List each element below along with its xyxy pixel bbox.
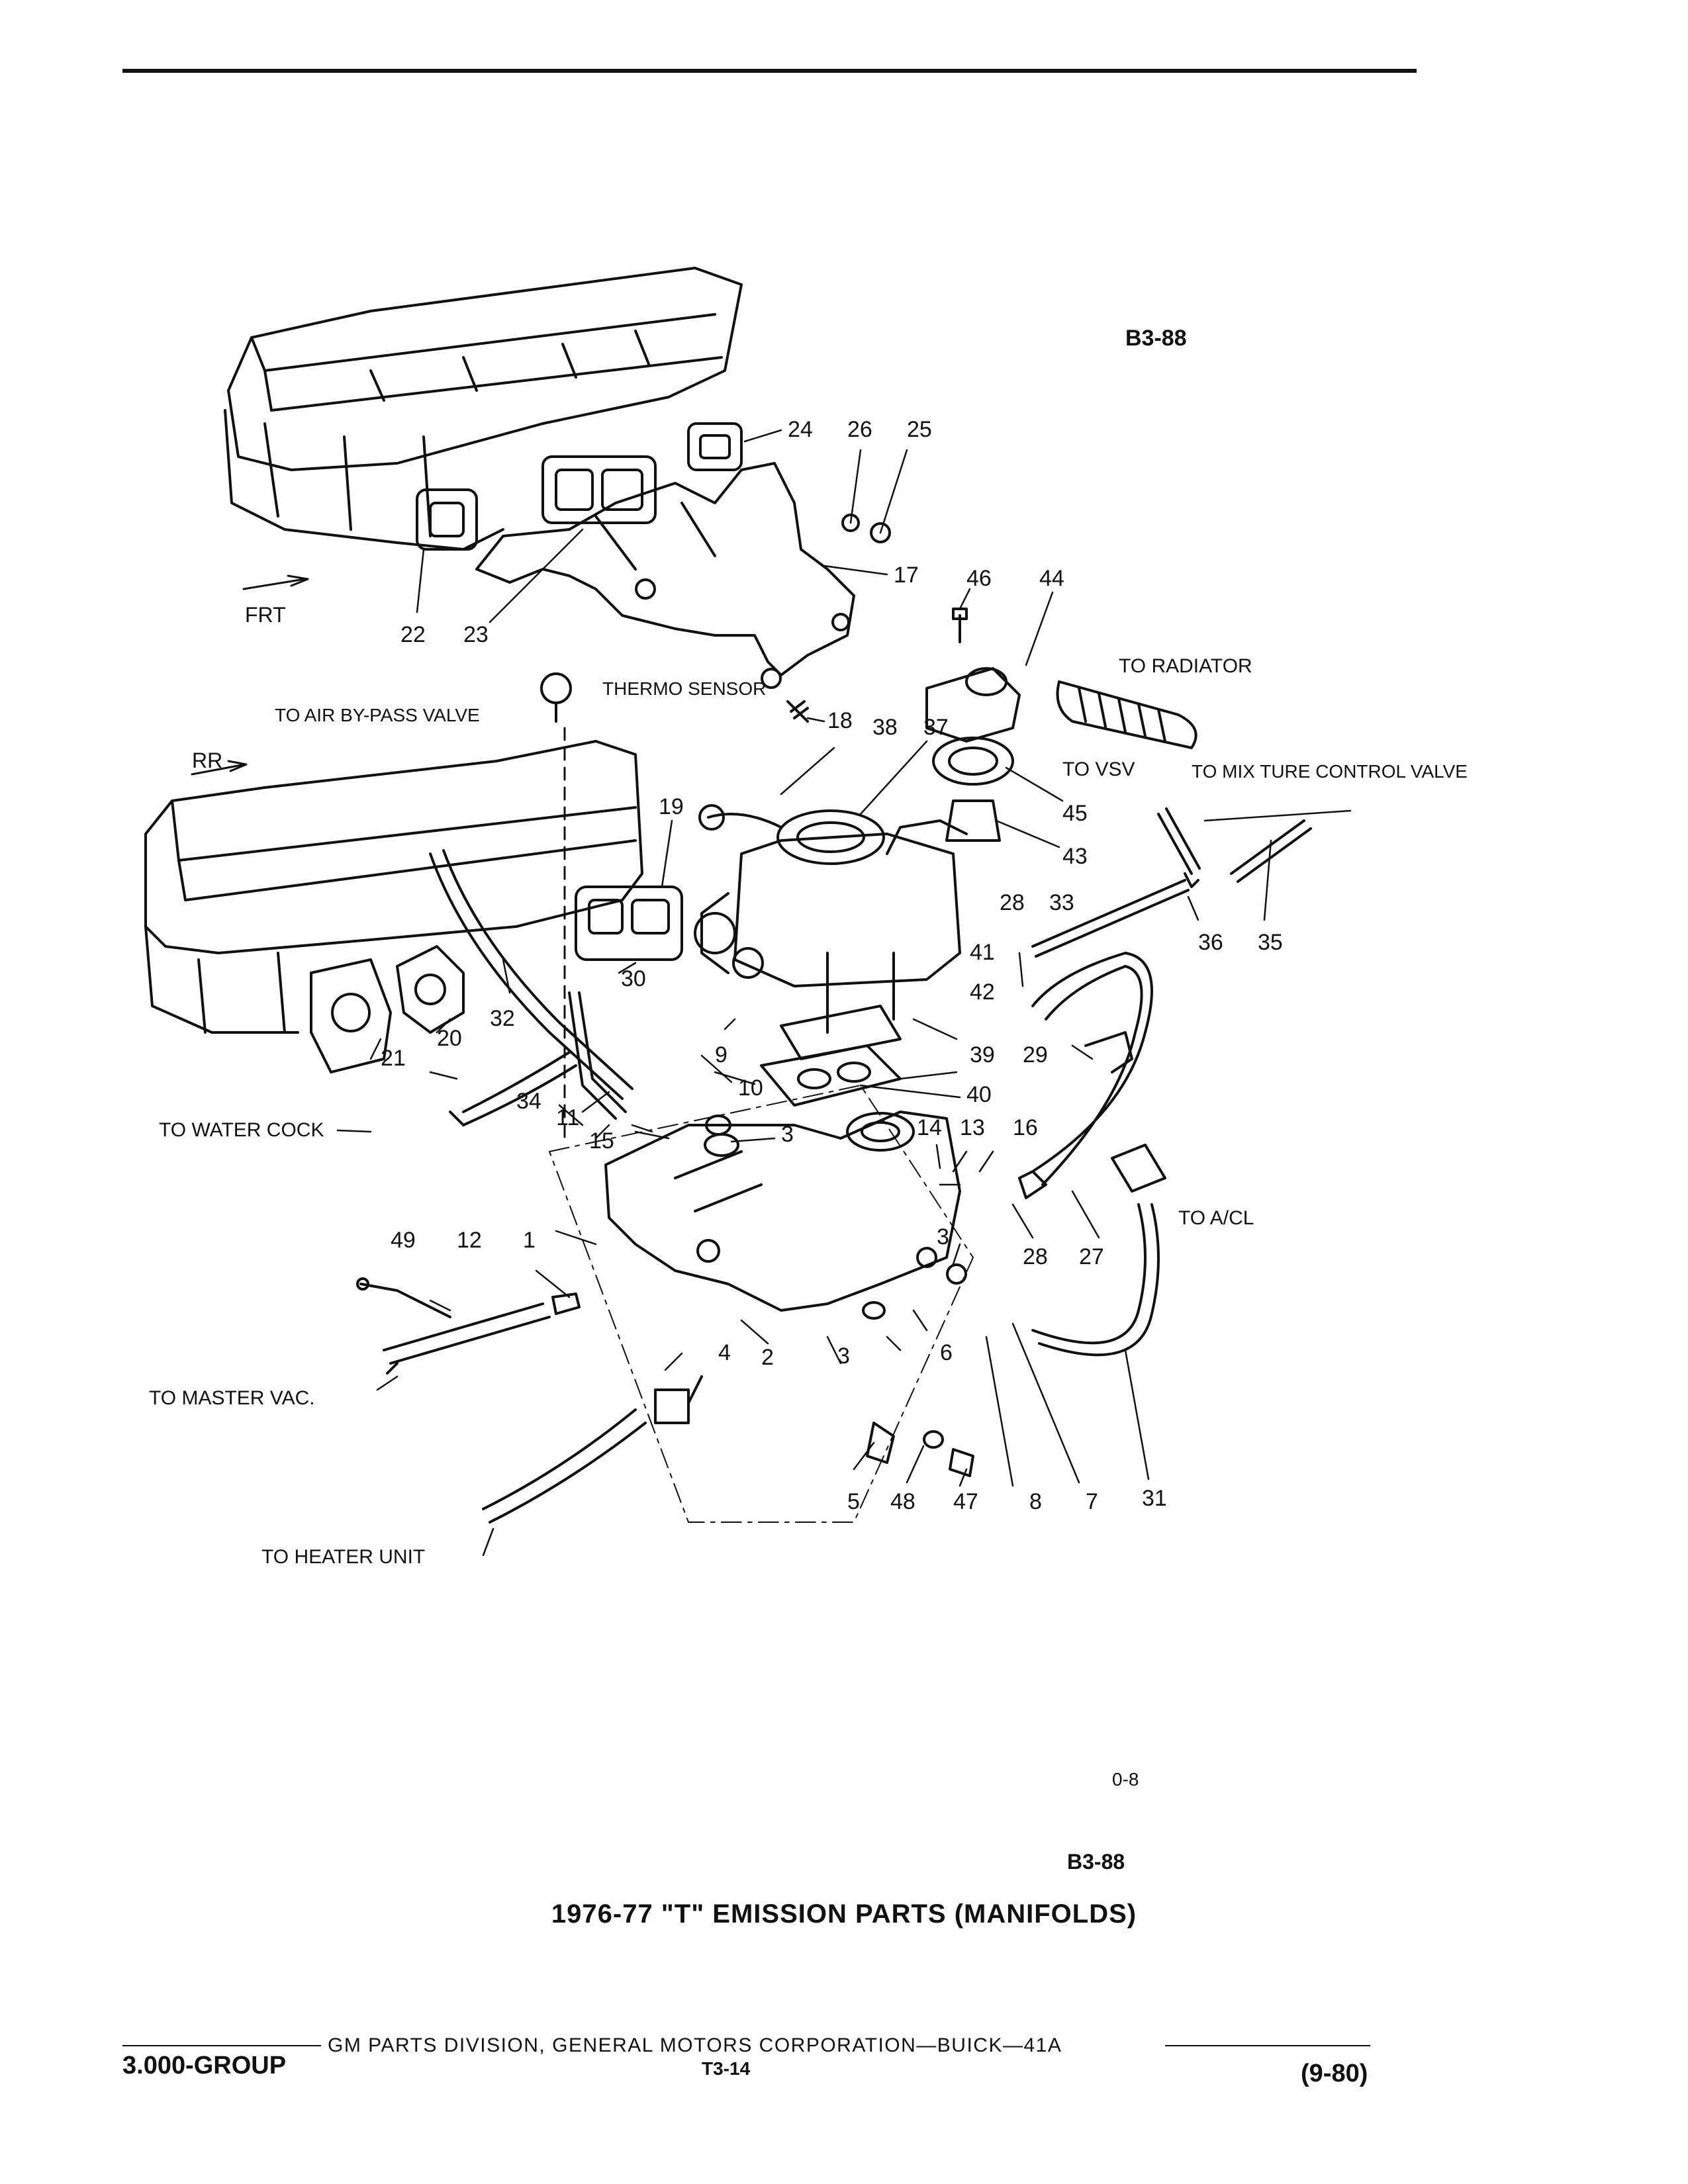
callout-9: 9 <box>715 1042 727 1068</box>
revision-date: (9-80) <box>1301 2060 1368 2087</box>
callout-23: 23 <box>463 622 489 647</box>
callout-30: 30 <box>621 966 646 991</box>
callout-10: 10 <box>738 1075 763 1101</box>
label-rr: RR <box>192 749 222 772</box>
callout-3b: 3 <box>937 1224 949 1250</box>
callout-49: 49 <box>391 1228 416 1253</box>
callout-33: 33 <box>1049 890 1074 915</box>
callout-44: 44 <box>1039 566 1064 591</box>
callout-22: 22 <box>400 622 426 647</box>
code-top: B3-88 <box>1125 326 1187 351</box>
callout-16: 16 <box>1013 1115 1038 1140</box>
callout-3c: 3 <box>837 1343 850 1369</box>
callout-28b: 28 <box>1023 1244 1048 1269</box>
callout-13: 13 <box>960 1115 985 1140</box>
callout-35: 35 <box>1258 930 1283 955</box>
callout-29: 29 <box>1023 1042 1048 1068</box>
label-to-master-vac: TO MASTER VAC. <box>149 1387 315 1409</box>
label-to-vsv: TO VSV <box>1062 758 1135 780</box>
callout-11: 11 <box>556 1105 579 1130</box>
callout-7: 7 <box>1086 1489 1098 1514</box>
publisher-line: GM PARTS DIVISION, GENERAL MOTORS CORPOR… <box>328 2034 1062 2056</box>
label-to-heater-unit: TO HEATER UNIT <box>261 1546 425 1568</box>
label-frt: FRT <box>245 603 286 627</box>
callout-24: 24 <box>788 417 813 442</box>
callout-4: 4 <box>718 1340 731 1365</box>
footer-rule-left <box>122 2045 321 2046</box>
callout-19: 19 <box>659 794 684 819</box>
label-to-mixture: TO MIX TURE CONTROL VALVE <box>1192 761 1468 782</box>
callout-28a: 28 <box>1000 890 1025 915</box>
callout-1: 1 <box>523 1228 536 1253</box>
callout-38: 38 <box>872 715 898 740</box>
leader-lines <box>336 429 1352 1557</box>
label-to-water-cock: TO WATER COCK <box>159 1119 324 1141</box>
callout-37: 37 <box>923 715 949 740</box>
callout-47: 47 <box>953 1489 978 1514</box>
callout-2: 2 <box>761 1345 774 1370</box>
callout-45: 45 <box>1062 801 1088 826</box>
callout-39: 39 <box>970 1042 995 1068</box>
callout-5: 5 <box>847 1489 860 1514</box>
callout-25: 25 <box>907 417 932 442</box>
callout-15: 15 <box>589 1128 614 1154</box>
callout-36: 36 <box>1198 930 1223 955</box>
callout-8: 8 <box>1029 1489 1042 1514</box>
label-to-acl: TO A/CL <box>1178 1207 1254 1229</box>
exhaust-manifold-17 <box>475 462 855 689</box>
callout-17: 17 <box>894 563 919 588</box>
label-to-air-bypass: TO AIR BY-PASS VALVE <box>275 705 480 725</box>
code-bottom: B3-88 <box>1067 1850 1125 1874</box>
callout-48: 48 <box>890 1489 915 1514</box>
callout-12: 12 <box>457 1228 482 1253</box>
callout-6: 6 <box>940 1340 953 1365</box>
label-to-radiator: TO RADIATOR <box>1119 655 1252 677</box>
label-thermo-sensor: THERMO SENSOR <box>602 678 766 699</box>
callout-18: 18 <box>827 708 853 733</box>
callout-43: 43 <box>1062 844 1088 869</box>
callout-42: 42 <box>970 979 995 1005</box>
callout-41: 41 <box>970 940 995 965</box>
ref-small: 0-8 <box>1112 1769 1139 1790</box>
header-rule <box>122 69 1417 73</box>
diagram-labels: B3-88 FRT RR THERMO SENSOR TO AIR BY-PAS… <box>149 326 1468 1568</box>
upper-cylinder-head <box>224 267 743 551</box>
callout-27: 27 <box>1079 1244 1104 1269</box>
callout-40: 40 <box>966 1082 992 1107</box>
callout-3a: 3 <box>781 1122 794 1147</box>
figure-caption: 1976-77 "T" EMISSION PARTS (MANIFOLDS) <box>551 1899 1137 1929</box>
callout-34: 34 <box>516 1089 541 1114</box>
lower-cylinder-head <box>144 740 643 1034</box>
callout-26: 26 <box>847 417 872 442</box>
callout-14: 14 <box>917 1115 942 1140</box>
group-number: 3.000-GROUP <box>122 2052 287 2079</box>
footer-rule-right <box>1165 2045 1370 2046</box>
gaskets-22-23 <box>416 455 657 551</box>
callout-21: 21 <box>381 1046 406 1071</box>
intake-manifold-1 <box>604 1111 961 1312</box>
callout-46: 46 <box>966 566 992 591</box>
callout-32: 32 <box>490 1006 515 1031</box>
callout-31: 31 <box>1142 1486 1167 1511</box>
page-reference: T3-14 <box>702 2058 751 2079</box>
callout-20: 20 <box>437 1026 462 1051</box>
carburetor-37 <box>694 804 968 1060</box>
